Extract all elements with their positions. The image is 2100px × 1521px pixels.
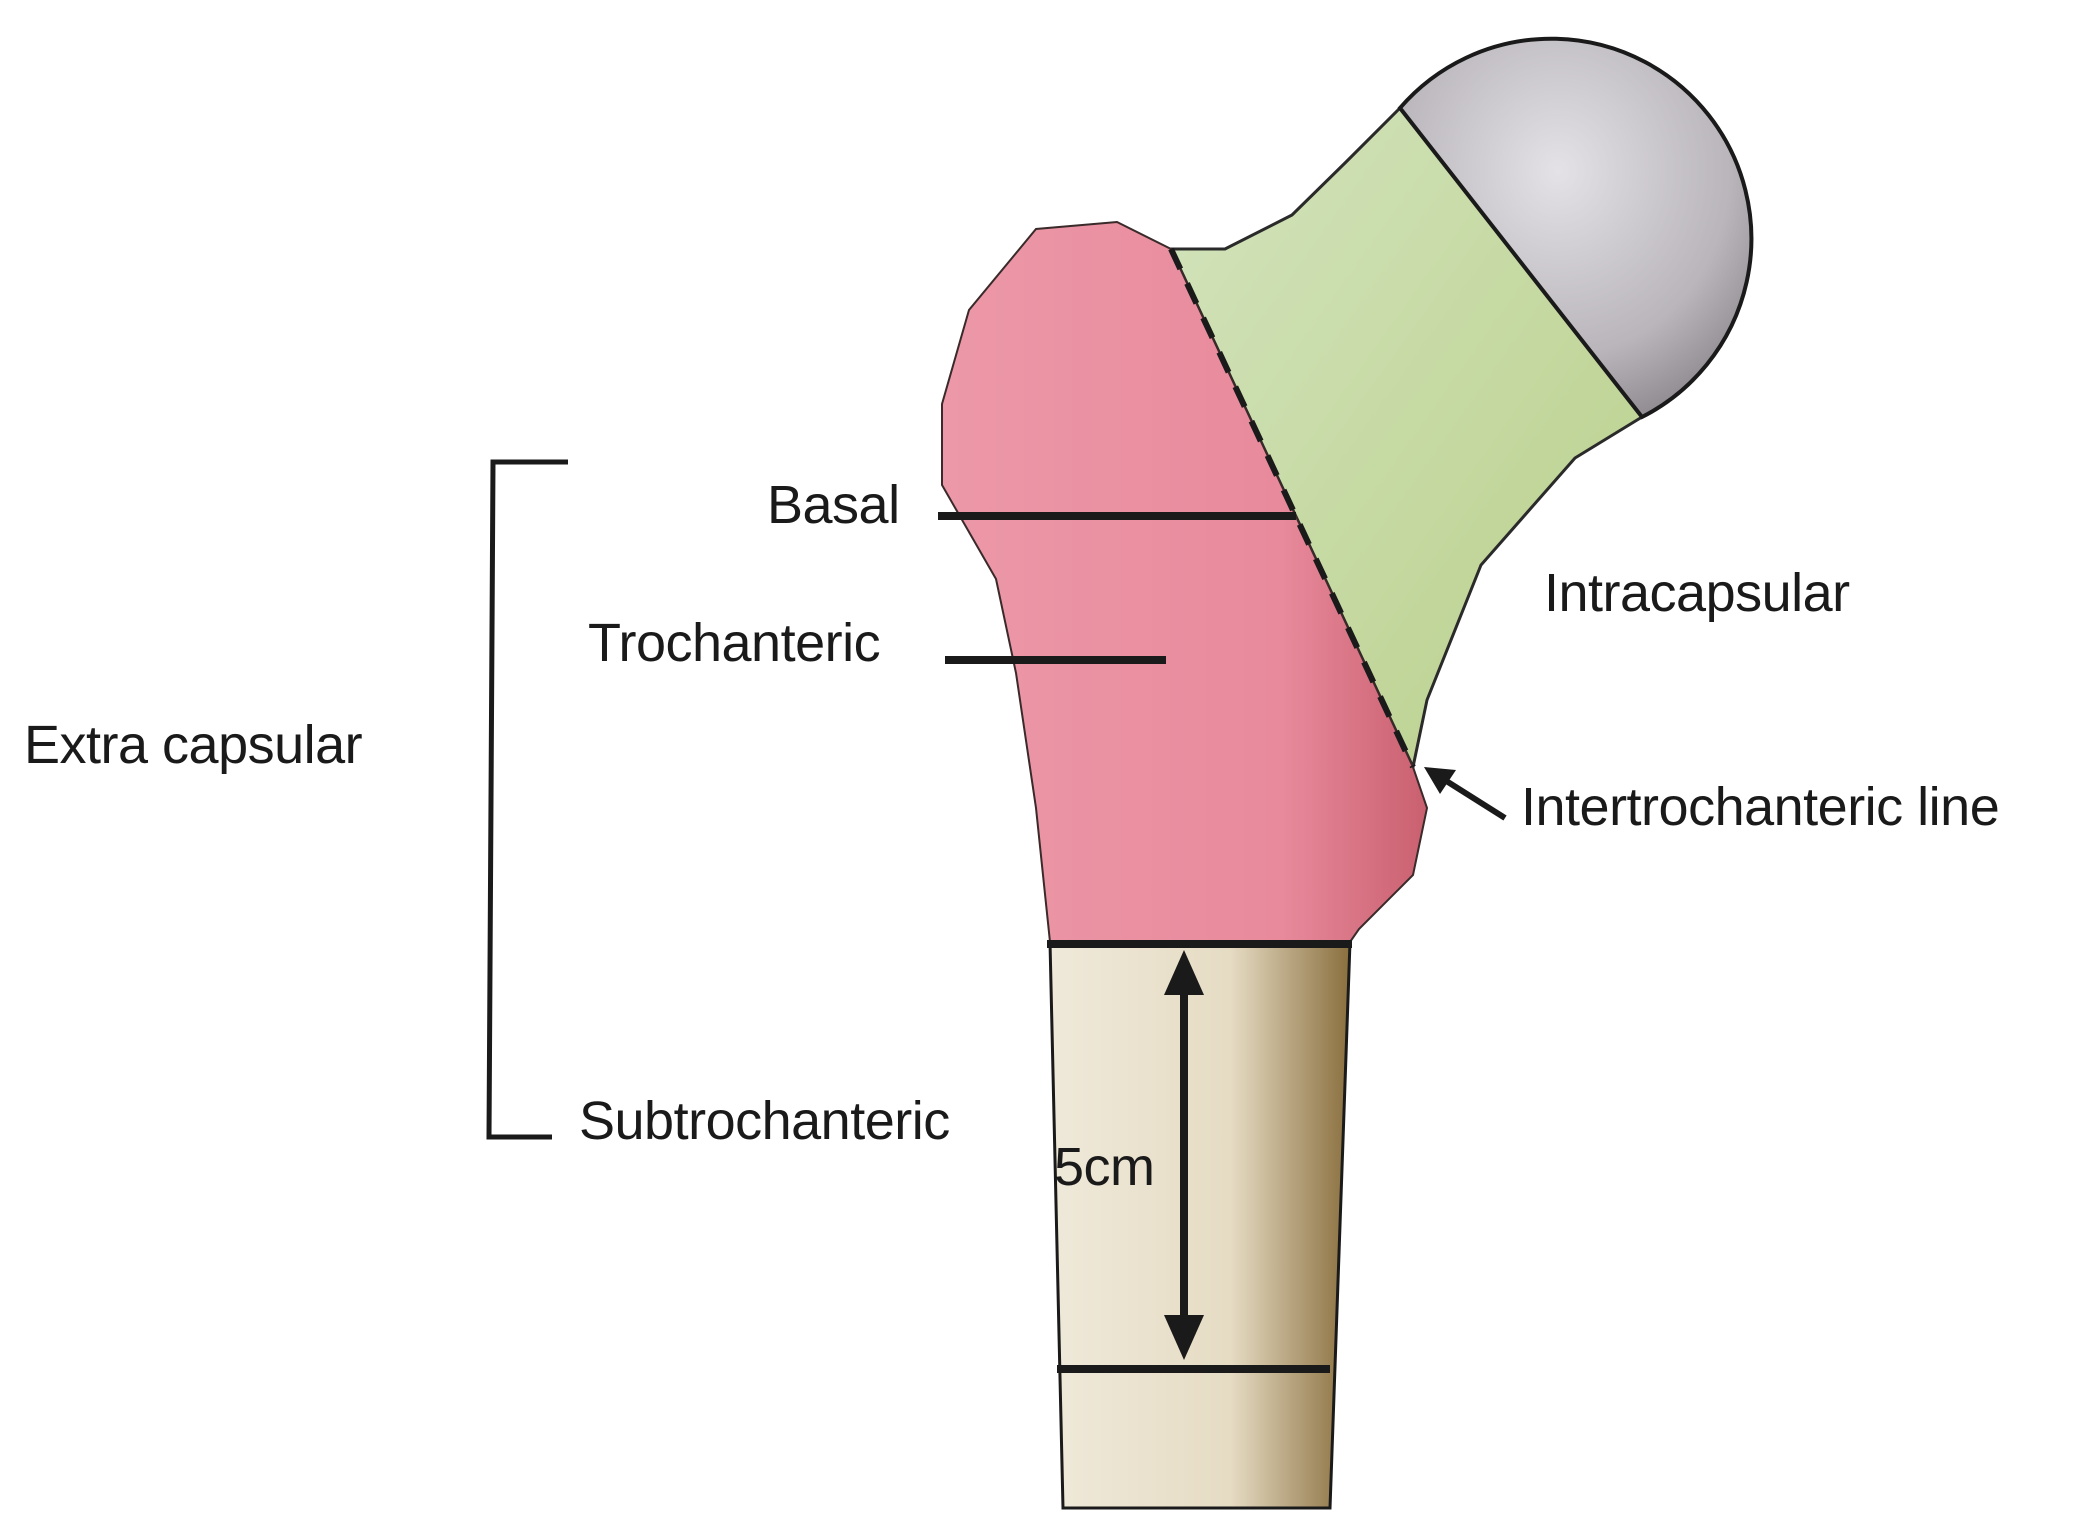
label-extra-capsular: Extra capsular — [24, 715, 363, 775]
label-intracapsular: Intracapsular — [1544, 563, 1850, 623]
label-intertrochanteric-line: Intertrochanteric line — [1521, 777, 2000, 837]
distance-double-arrow-icon — [1164, 950, 1204, 1360]
extracapsular-bracket — [486, 459, 568, 1140]
label-trochanteric: Trochanteric — [588, 613, 881, 673]
intertrochanteric-arrow-icon — [1424, 767, 1507, 821]
intertrochanteric-dashed-line — [1168, 247, 1416, 769]
label-distance-5cm: 5cm — [1054, 1137, 1155, 1197]
femoral-head — [1397, 36, 1754, 420]
extracapsular-region — [941, 220, 1429, 943]
label-subtrochanteric: Subtrochanteric — [579, 1091, 950, 1151]
label-basal: Basal — [767, 475, 900, 535]
subtrochanteric-shaft — [1048, 940, 1352, 1510]
